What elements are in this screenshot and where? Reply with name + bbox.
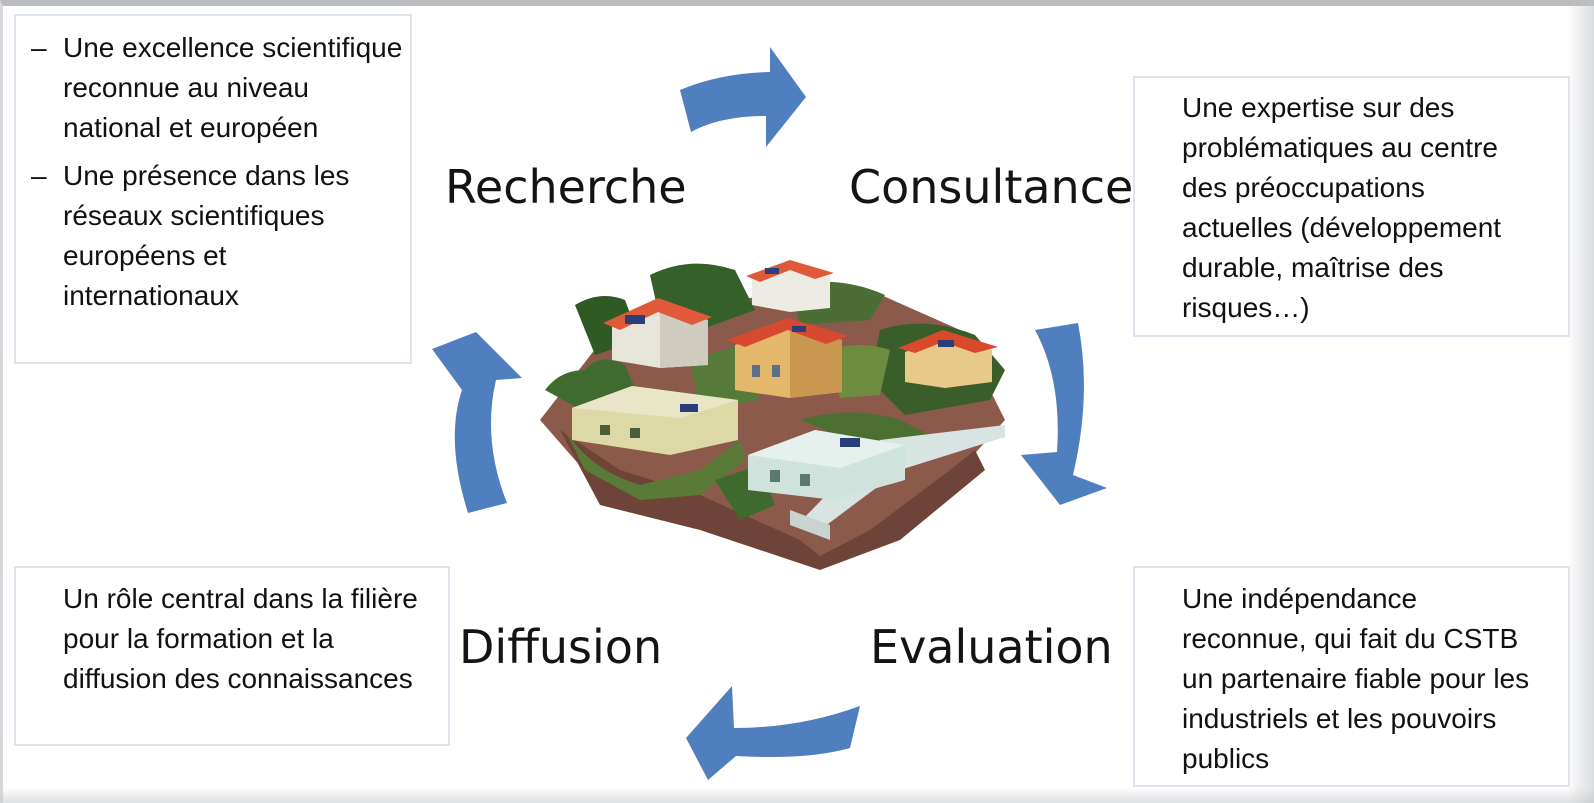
evaluation-description-box: Une indépendance reconnue, qui fait du C… [1133, 566, 1570, 787]
consultance-description-box: Une expertise sur des problématiques au … [1133, 76, 1570, 337]
arrow-left [432, 332, 522, 513]
slide-shadow-right [1566, 0, 1594, 803]
recherche-bullet-1: Une excellence scientifique reconnue au … [63, 32, 403, 143]
recherche-bullet-2: Une présence dans les réseaux scientifiq… [63, 160, 350, 311]
stage-label-evaluation: Evaluation [870, 620, 1113, 674]
stage-label-consultance: Consultance [849, 160, 1134, 214]
arrow-bottom [686, 686, 860, 780]
consultance-description: Une expertise sur des problématiques au … [1182, 92, 1502, 323]
recherche-bullet-list: – Une excellence scientifique reconnue a… [16, 28, 410, 316]
diffusion-description: Un rôle central dans la filière pour la … [63, 583, 418, 694]
recherche-description-box: – Une excellence scientifique reconnue a… [14, 14, 412, 364]
bullet-dash: – [31, 32, 47, 63]
stage-label-recherche: Recherche [445, 160, 687, 214]
evaluation-description: Une indépendance reconnue, qui fait du C… [1182, 583, 1530, 774]
list-item: – Une présence dans les réseaux scientif… [16, 156, 410, 316]
slide-shadow-bottom [0, 787, 1594, 803]
list-item: – Une excellence scientifique reconnue a… [16, 28, 410, 148]
arrow-right [1021, 323, 1107, 505]
bullet-dash: – [31, 160, 47, 191]
diffusion-description-box: Un rôle central dans la filière pour la … [14, 566, 450, 746]
stage-label-diffusion: Diffusion [459, 620, 663, 674]
arrow-top [680, 47, 806, 147]
houses-neighborhood-illustration [540, 260, 1005, 570]
